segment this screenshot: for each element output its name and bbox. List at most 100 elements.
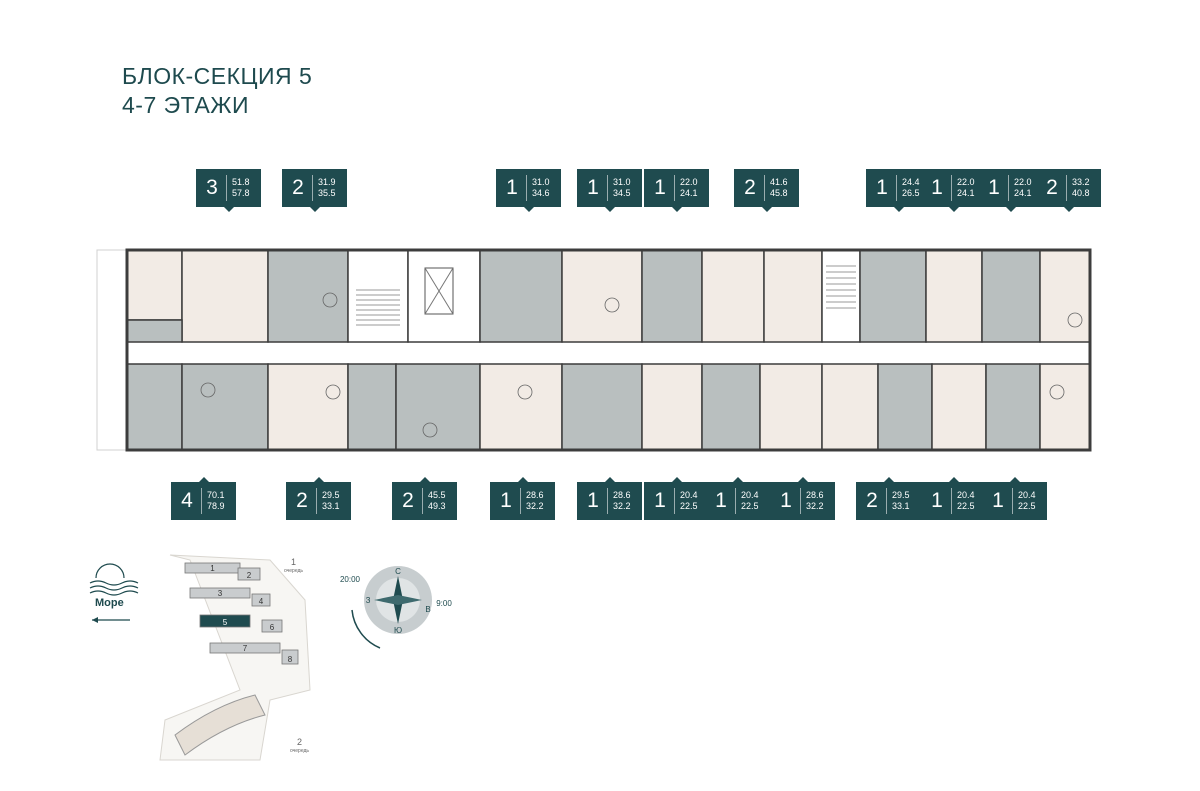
badge-divider [886,488,887,514]
site-block [251,593,271,607]
rooms-count: 1 [506,176,518,199]
wave-icon [89,590,139,596]
area-total: 32.2 [613,501,631,511]
badge-divider [674,175,675,201]
area-total: 33.1 [892,501,910,511]
area-total: 24.1 [680,188,698,198]
area-living: 29.5 [322,490,340,500]
area-total: 32.2 [806,501,824,511]
site-block [189,587,251,599]
rooms-count: 1 [587,489,599,512]
rooms-count: 1 [931,176,943,199]
rooms-count: 1 [654,176,666,199]
room [395,363,481,451]
site-block [261,619,283,633]
room [479,363,563,451]
area-living: 22.0 [1014,177,1032,187]
area-living: 20.4 [957,490,975,500]
room [821,363,879,451]
rooms-count: 1 [876,176,888,199]
room [877,363,933,451]
area-total: 24.1 [957,188,975,198]
area-total: 22.5 [680,501,698,511]
building-floor-plan [96,248,1092,452]
rooms-count: 1 [988,176,1000,199]
sea-label: Море [95,597,124,609]
rooms-count: 4 [181,489,193,512]
room [759,363,823,451]
room [561,249,643,343]
room [561,363,643,451]
area-living: 22.0 [957,177,975,187]
compass-label: 9:00 [436,599,452,608]
area-living: 41.6 [770,177,788,187]
room [347,249,409,343]
table [322,292,338,308]
area-total: 24.1 [1014,188,1032,198]
area-living: 24.4 [902,177,920,187]
badge-divider [607,488,608,514]
compass-label: В [425,605,430,614]
sun-icon [95,563,125,579]
room [641,249,703,343]
table [1067,312,1083,328]
area-total: 57.8 [232,188,250,198]
badge-divider [422,488,423,514]
room [925,249,983,343]
room [1039,249,1091,343]
rooms-count: 2 [402,489,414,512]
area-total: 32.2 [526,501,544,511]
rooms-count: 2 [1046,176,1058,199]
badge-divider [526,175,527,201]
badge-divider [800,488,801,514]
site-block [209,642,281,654]
area-total: 34.6 [532,188,550,198]
room [701,363,761,451]
badge-divider [1008,175,1009,201]
badge-divider [735,488,736,514]
site-block [281,649,299,665]
area-total: 22.5 [741,501,759,511]
table [325,384,341,400]
badge-divider [316,488,317,514]
badge-divider [951,175,952,201]
site-block [199,614,251,628]
badge-divider [607,175,608,201]
area-living: 29.5 [892,490,910,500]
site-block-label: 2 [247,571,252,580]
rooms-count: 1 [931,489,943,512]
arrow-head [92,617,98,623]
area-total: 78.9 [207,501,225,511]
badge-divider [896,175,897,201]
room [701,249,765,343]
room [859,249,927,343]
